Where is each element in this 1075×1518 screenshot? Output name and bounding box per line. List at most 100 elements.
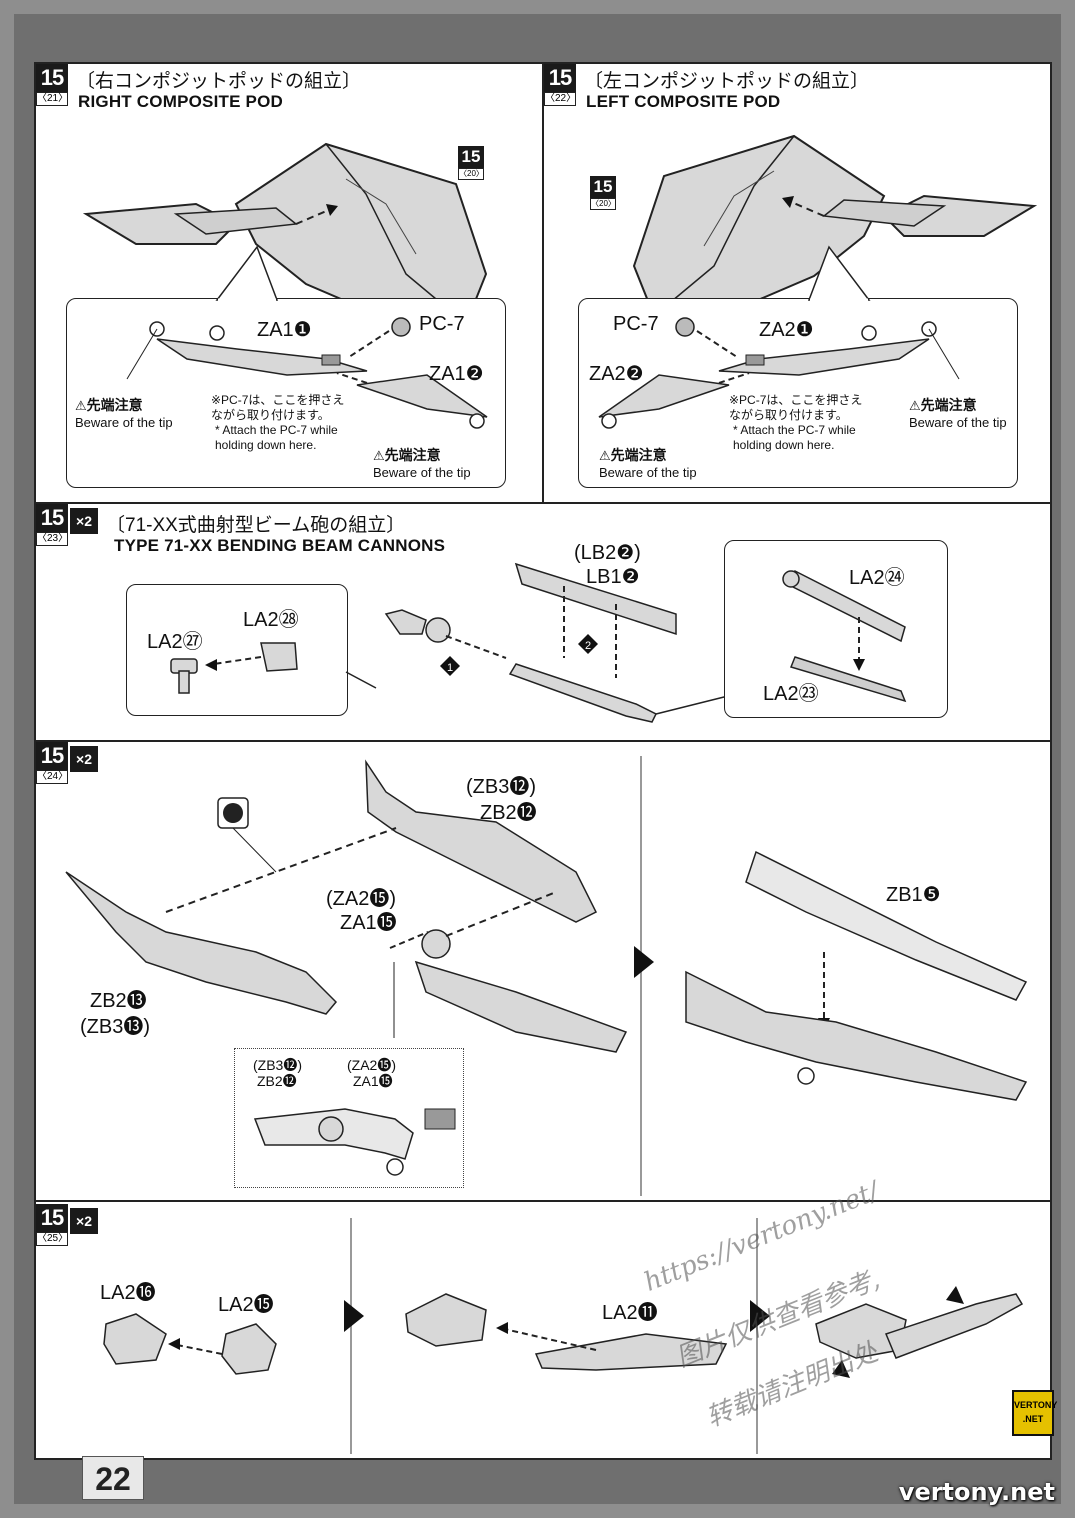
note-en: * Attach the PC-7 while holding down her… [215,423,338,452]
label-za1-15: ZA1⓯ [340,912,397,934]
warning-text: Beware of the tip [909,415,1007,430]
label-za2-2: ZA2❷ [589,363,644,385]
detail-illustration [253,1108,456,1176]
sub-number: 〈25〉 [36,1232,69,1246]
assembly-illustration-b [685,850,1028,1101]
label-zb2-12: ZB2⓬ [480,802,537,824]
section-composite-pods: 15 〈21〉 〔右コンポジットポッドの組立〕 RIGHT COMPOSITE … [36,64,1050,504]
warning-icon: ⚠ [909,398,921,413]
label-zb3-13: (ZB3⓭) [80,1016,150,1038]
left-pod-parts-illustration [598,317,960,429]
quantity-badge: ×2 [70,508,98,534]
label-pc7: PC-7 [419,313,465,335]
detail-label-zb2-12: ZB2⓬ [257,1073,297,1089]
next-arrow [634,946,654,978]
next-arrow-2 [750,1300,770,1332]
label-zb3-12: (ZB3⓬) [466,776,536,798]
warning-left: ⚠先端注意 Beware of the tip [599,447,697,480]
note-jp: ※PC-7は、ここを押さえ ながら取り付けます。 [729,393,863,422]
label-lb1-2: LB1❷ [586,566,640,588]
warning-right: ⚠先端注意 Beware of the tip [909,397,1007,430]
ref-sub-number: 〈20〉 [590,198,616,210]
assembly-illustration-a [65,759,628,1053]
label-lb2-2: (LB2❷) [574,542,641,564]
warning-text: Beware of the tip [75,415,173,430]
armor-final-illustration [815,1286,1024,1378]
label-pc7: PC-7 [613,313,659,335]
left-pod-callout: PC-7 ZA2❶ ZA2❷ ※PC-7は、ここを押さえ ながら取り付けます。 … [578,245,1018,488]
page-number: 22 [82,1456,144,1500]
ref-step-number: 15 [458,146,484,168]
detail-box: (ZB3⓬) ZB2⓬ (ZA2⓯) ZA1⓯ [234,1048,464,1188]
seq-1: 1 [447,662,453,674]
warning-left: ⚠先端注意 Beware of the tip [75,397,173,430]
detail-label-za2-15: (ZA2⓯) [347,1057,396,1073]
cannon-joint-callout: LA2㉗ LA2㉘ [126,584,348,716]
label-za1-1: ZA1❶ [257,319,312,341]
step-15-24: 15 〈24〉 ×2 (ZB3⓬) ZB2⓬ (ZA2⓯) ZA1⓯ ZB2⓭ … [36,742,1050,1202]
label-la2-24: LA2㉔ [849,567,905,589]
ref-step: 15 〈20〉 [590,176,616,212]
title-en: LEFT COMPOSITE POD [586,92,781,111]
detail-label-zb3-12: (ZB3⓬) [253,1057,302,1073]
warning-text: Beware of the tip [599,465,697,480]
warning-icon: ⚠ [373,448,385,463]
step-15-21: 15 〈21〉 〔右コンポジットポッドの組立〕 RIGHT COMPOSITE … [36,64,542,504]
ref-sub-number: 〈20〉 [458,168,484,180]
warning-icon: ⚠ [75,398,87,413]
warning-icon: ⚠ [599,448,611,463]
instruction-sheet: 15 〈21〉 〔右コンポジットポッドの組立〕 RIGHT COMPOSITE … [34,62,1052,1460]
label-la2-28: LA2㉘ [243,609,299,631]
sub-number: 〈23〉 [36,532,69,546]
joint-parts-illustration [170,642,298,694]
step-number: 15 [36,64,68,92]
cannon-barrel-callout: LA2㉔ LA2㉓ [724,540,948,718]
vertony-badge: VERTONY .NET [1012,1390,1057,1436]
sub-number: 〈24〉 [36,770,69,784]
step-number: 15 [544,64,576,92]
warning-text: Beware of the tip [373,465,471,480]
title-jp: 〔71-XX式曲射型ビーム砲の組立〕 [106,515,406,536]
label-la2-27: LA2㉗ [147,631,203,653]
label-zb1-5: ZB1❺ [886,884,941,906]
title-en: TYPE 71-XX BENDING BEAM CANNONS [114,536,446,555]
next-arrow-1 [344,1300,364,1332]
note-en: * Attach the PC-7 while holding down her… [733,423,856,452]
step-number: 15 [36,1204,68,1232]
label-la2-23: LA2㉓ [763,683,819,705]
step-15-22: 15 〈22〉 〔左コンポジットポッドの組立〕 LEFT COMPOSITE P… [544,64,1050,504]
right-pod-callout: ZA1❶ PC-7 ZA1❷ ※PC-7は、ここを押さえ ながら取り付けます。 … [66,245,506,488]
label-zb2-13: ZB2⓭ [90,990,147,1012]
step-15-23: 15 〈23〉 ×2 〔71-XX式曲射型ビーム砲の組立〕 TYPE 71-XX… [36,504,1050,742]
warning-right: ⚠先端注意 Beware of the tip [373,447,471,480]
label-la2-16: LA2⓰ [100,1282,156,1304]
right-pod-parts-illustration [126,317,488,429]
callout-pointer [807,245,871,302]
armor-assembly-illustration [405,1293,728,1371]
quantity-badge: ×2 [70,746,98,772]
label-za2-15: (ZA2⓯) [326,888,396,910]
cannon-illustration: 1 2 [345,562,737,723]
note-jp: ※PC-7は、ここを押さえ ながら取り付けます。 [211,393,345,422]
step-number: 15 [36,742,68,770]
ref-step-number: 15 [590,176,616,198]
label-za2-1: ZA2❶ [759,319,814,341]
title-jp: 〔右コンポジットポッドの組立〕 [76,71,362,92]
callout-pointer [215,245,279,302]
ref-step: 15 〈20〉 [458,146,484,182]
quantity-badge: ×2 [70,1208,98,1234]
site-watermark: vertony.net [898,1478,1055,1506]
left-pod-illustration [632,134,1038,318]
sub-number: 〈21〉 [36,92,69,106]
barrel-parts-illustration [782,569,907,703]
armor-parts-illustration [103,1313,277,1375]
label-la2-15: LA2⓯ [218,1294,274,1316]
step-15-25: 15 〈25〉 ×2 LA2⓰ LA2⓯ LA2⓫ [36,1204,1050,1458]
step-number: 15 [36,504,68,532]
title-jp: 〔左コンポジットポッドの組立〕 [584,71,870,92]
seq-2: 2 [585,640,591,652]
title-en: RIGHT COMPOSITE POD [78,92,283,111]
detail-label-za1-15: ZA1⓯ [353,1073,393,1089]
sub-number: 〈22〉 [544,92,577,106]
label-la2-11: LA2⓫ [602,1302,658,1324]
